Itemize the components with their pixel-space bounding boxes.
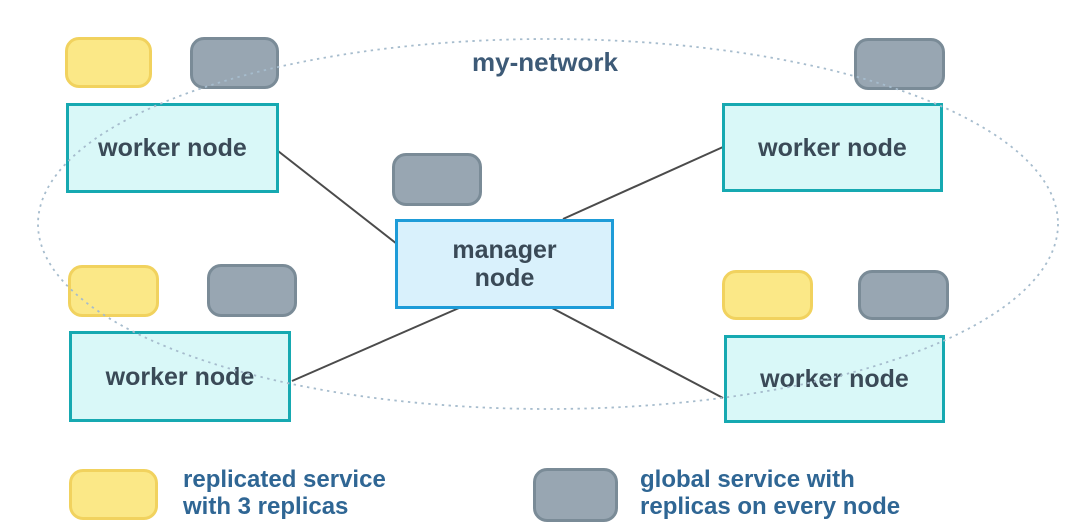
legend-replicated-text: replicated service with 3 replicas: [183, 466, 386, 520]
manager-node-label: manager node: [452, 236, 556, 292]
link-manager-worker-bottom-left: [291, 307, 460, 382]
global-service-chip: [207, 264, 297, 317]
link-manager-worker-bottom-right: [551, 307, 724, 399]
worker-node-label: worker node: [105, 362, 255, 391]
legend-global-line1: global service with: [640, 466, 855, 493]
legend-global-swatch: [533, 468, 618, 522]
worker-node-top-right: worker node: [722, 103, 943, 192]
legend-global-text: global service with replicas on every no…: [640, 466, 900, 520]
legend-replicated-swatch: [69, 469, 158, 520]
global-service-chip: [392, 153, 482, 206]
manager-node: manager node: [395, 219, 614, 309]
replicated-service-chip: [722, 270, 813, 320]
legend-replicated-line2: with 3 replicas: [183, 493, 349, 520]
manager-node-label-line1: manager: [452, 236, 557, 264]
replicated-service-chip: [68, 265, 159, 317]
worker-node-top-left: worker node: [66, 103, 279, 193]
worker-node-label: worker node: [758, 133, 907, 162]
worker-node-bottom-right: worker node: [724, 335, 945, 423]
worker-node-label: worker node: [98, 134, 247, 162]
link-manager-worker-top-left: [277, 150, 398, 245]
worker-node-bottom-left: worker node: [69, 331, 291, 422]
legend-replicated-line1: replicated service: [183, 466, 386, 493]
legend-global-line2: replicas on every node: [640, 493, 901, 520]
global-service-chip: [854, 38, 945, 90]
manager-node-label-line2: node: [474, 264, 535, 292]
worker-node-label: worker node: [760, 365, 909, 393]
replicated-service-chip: [65, 37, 152, 88]
global-service-chip: [190, 37, 279, 89]
network-name-label: my-network: [472, 47, 618, 77]
global-service-chip: [858, 270, 949, 320]
link-manager-worker-top-right: [562, 146, 724, 220]
